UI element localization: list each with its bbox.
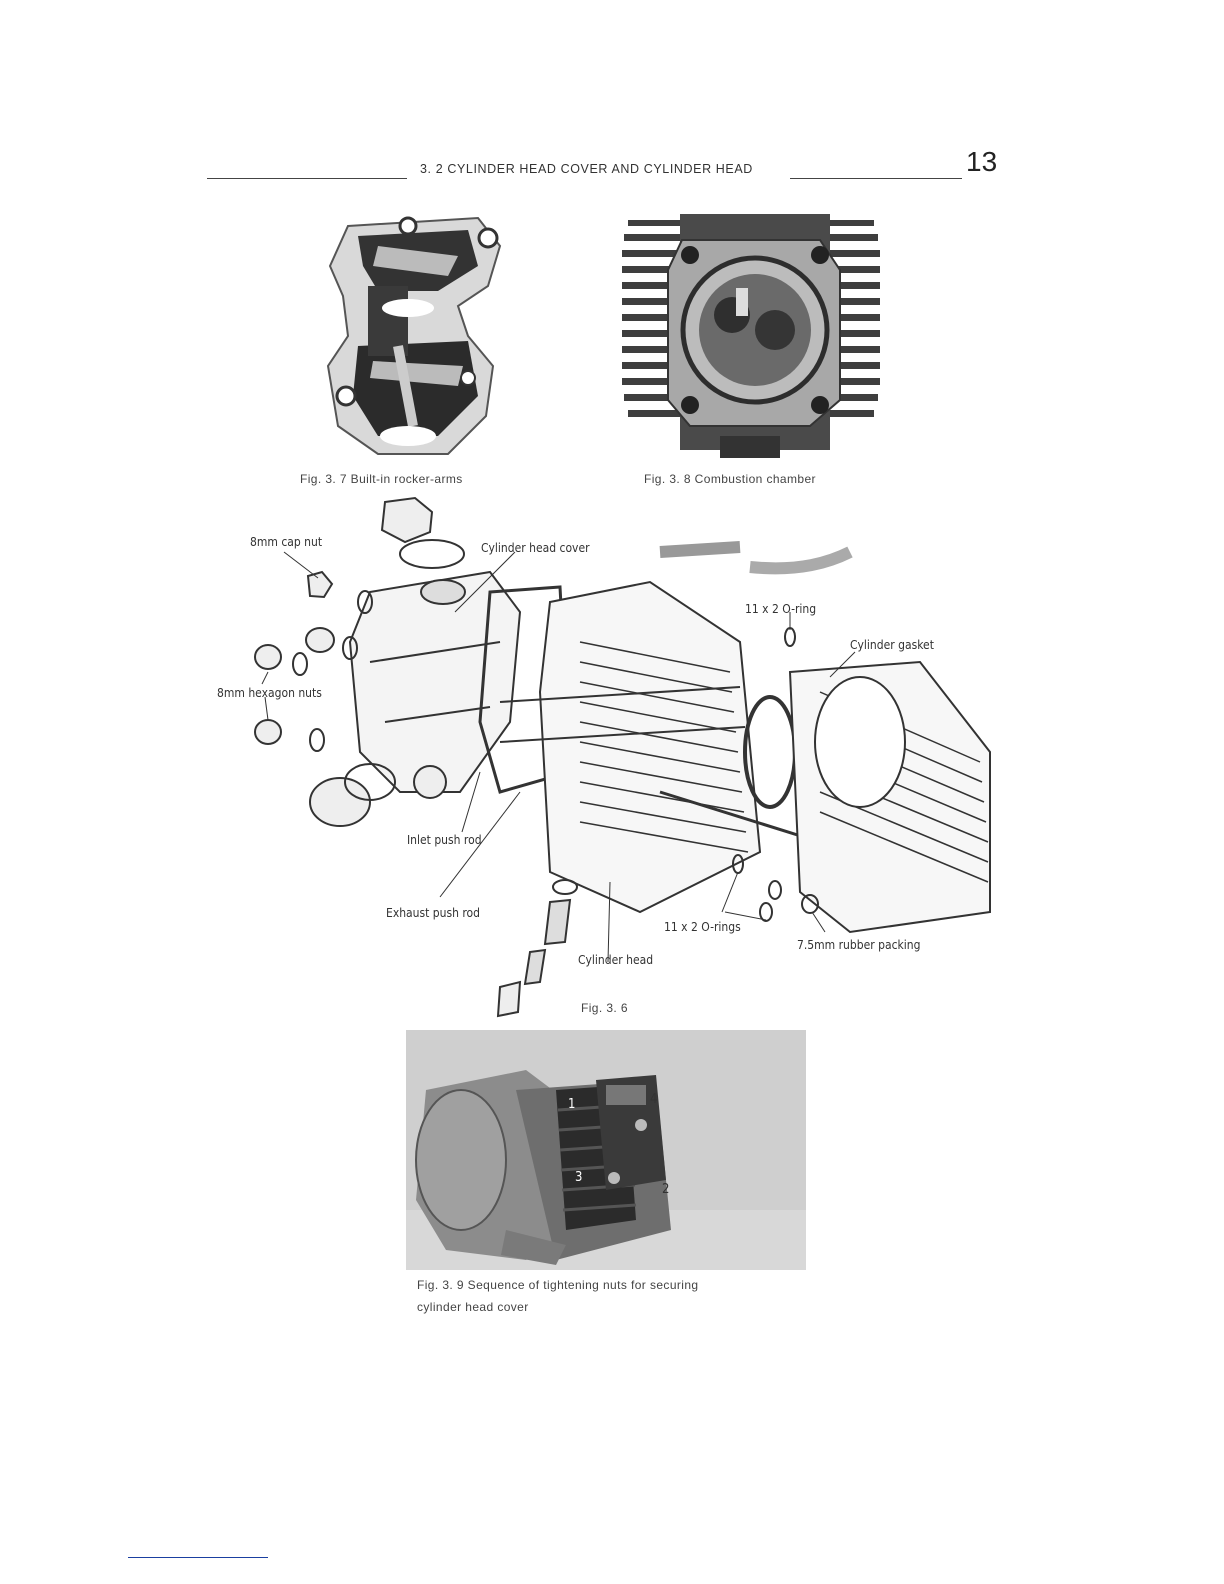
engine-photo bbox=[406, 1030, 806, 1270]
label-8mm-hexagon-nuts: 8mm hexagon nuts bbox=[217, 686, 322, 700]
photo-marker-4: 4 bbox=[650, 1092, 658, 1107]
fig-3-9-caption-line1: Fig. 3. 9 Sequence of tightening nuts fo… bbox=[417, 1278, 699, 1292]
photo-marker-2: 2 bbox=[662, 1182, 670, 1197]
rocker-arms-photo bbox=[318, 196, 514, 460]
label-11x2-o-ring: 11 x 2 O-ring bbox=[745, 602, 817, 616]
exploded-diagram bbox=[254, 496, 991, 1018]
label-cylinder-gasket: Cylinder gasket bbox=[850, 638, 934, 652]
fig-3-8-caption: Fig. 3. 8 Combustion chamber bbox=[644, 472, 816, 486]
photo-marker-1: 1 bbox=[568, 1097, 576, 1112]
label-inlet-push-rod: Inlet push rod bbox=[407, 833, 482, 847]
header-rule-right bbox=[790, 178, 962, 179]
fig-3-6-caption: Fig. 3. 6 bbox=[581, 1001, 628, 1015]
running-head: 3. 2 CYLINDER HEAD COVER AND CYLINDER HE… bbox=[420, 162, 753, 176]
photo-marker-3: 3 bbox=[575, 1170, 583, 1185]
footer-rule bbox=[128, 1557, 268, 1558]
label-11x2-o-rings: 11 x 2 O-rings bbox=[664, 920, 741, 934]
page-number: 13 bbox=[966, 146, 998, 177]
label-7-5mm-rubber-packing: 7.5mm rubber packing bbox=[797, 938, 921, 952]
label-exhaust-push-rod: Exhaust push rod bbox=[386, 906, 481, 920]
fig-3-9-caption-line2: cylinder head cover bbox=[417, 1300, 529, 1314]
combustion-chamber-photo bbox=[620, 200, 882, 462]
label-8mm-cap-nut: 8mm cap nut bbox=[250, 535, 323, 549]
header-rule-left bbox=[207, 178, 407, 179]
label-cylinder-head: Cylinder head bbox=[578, 953, 654, 967]
label-cylinder-head-cover: Cylinder head cover bbox=[481, 541, 590, 555]
fig-3-7-caption: Fig. 3. 7 Built-in rocker-arms bbox=[300, 472, 463, 486]
